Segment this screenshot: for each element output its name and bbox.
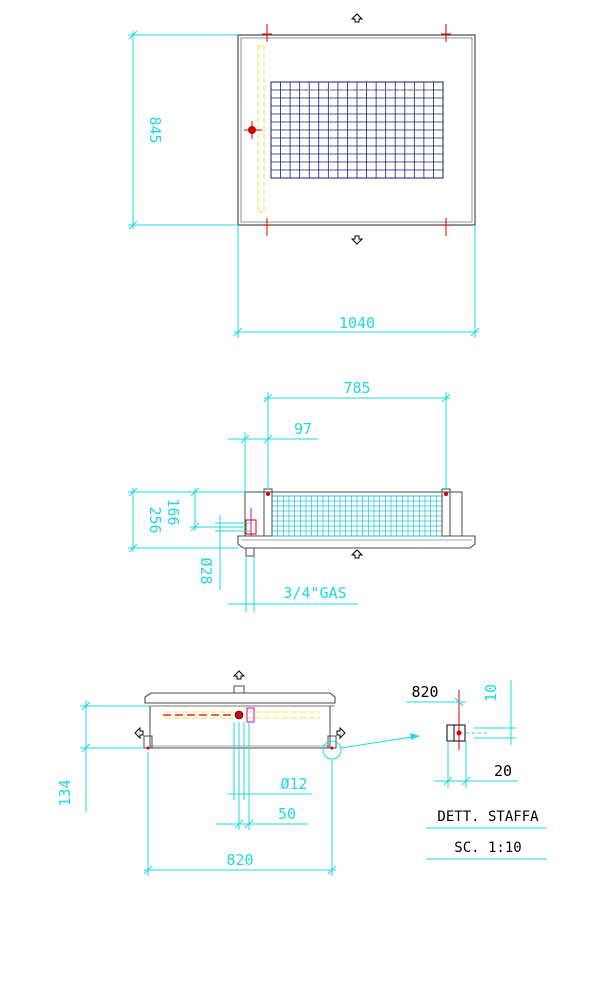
front-view-base-tray [237, 535, 476, 549]
front-view-bracket-right [441, 488, 451, 537]
side-view-dim-diameter [228, 722, 312, 800]
top-view-airflow-arrow-bottom [350, 235, 364, 245]
side-view-airflow-arrow-left [134, 726, 144, 740]
side-view-dim-820 [143, 752, 337, 876]
side-view-airflow-arrow-right [336, 726, 346, 740]
top-view-dim-845 [128, 30, 238, 230]
side-view-top-fitting [233, 685, 245, 694]
top-view-coil-grid [270, 81, 444, 179]
bracket-detail-title: DETT. STAFFA [437, 809, 539, 825]
side-view-dim-diameter-label: Ø12 [280, 775, 307, 793]
front-view-dim-thread [228, 556, 358, 612]
bracket-detail-dim-10-label: 10 [482, 684, 500, 702]
front-view-bolt-right [444, 492, 448, 496]
top-view-inner-frame [240, 37, 473, 223]
bracket-detail-scale: SC. 1:10 [454, 840, 521, 856]
front-view-dim-97 [228, 432, 318, 492]
front-view-casing [244, 491, 463, 536]
side-view-body [149, 706, 331, 749]
top-view-outer-frame [237, 34, 476, 226]
top-view-pipe-outline [257, 45, 265, 213]
side-view-dim-820-label: 820 [226, 851, 253, 869]
side-view-detail-callout [322, 740, 342, 760]
top-view-dim-845-label: 845 [146, 116, 164, 143]
front-view-dim-785-label: 785 [343, 379, 370, 397]
bracket-detail: 820 10 20 DETT. STAFFA SC. 1:10 [406, 680, 547, 860]
front-view-bolt-left [266, 492, 270, 496]
top-view-dim-1040 [233, 225, 480, 338]
front-view-drain [245, 547, 255, 557]
side-view-connection [234, 710, 244, 720]
side-view-detail-leader [340, 736, 413, 749]
side-view-dim-134-label: 134 [56, 779, 74, 806]
top-view-dim-1040-label: 1040 [339, 314, 375, 332]
front-view-dim-166 [190, 487, 246, 532]
top-view-corner-brackets [262, 24, 451, 236]
bracket-detail-dim-820 [406, 697, 466, 707]
bracket-detail-dim-10 [474, 680, 516, 745]
front-view: 785 97 256 166 Ø2 [128, 379, 476, 612]
front-view-dim-166-label: 166 [164, 498, 182, 525]
side-view-dim-50-label: 50 [278, 805, 296, 823]
front-view-dim-97-label: 97 [294, 420, 312, 438]
top-view-inner-yellow [300, 89, 430, 166]
side-view-airflow-arrow-top [232, 670, 246, 680]
front-view-dim-thread-label: 3/4"GAS [283, 584, 346, 602]
front-view-airflow-arrow [350, 549, 364, 559]
bracket-detail-dim-20 [434, 741, 518, 788]
front-view-dim-diameter [215, 515, 250, 590]
front-view-dim-diameter-label: Ø28 [197, 557, 215, 584]
side-view-top-cover [144, 692, 336, 704]
front-view-bracket-left [263, 488, 273, 537]
side-view-detail-leader-arrow [410, 733, 420, 740]
front-view-dim-256 [128, 487, 245, 553]
top-view-airflow-arrow-top [350, 13, 364, 23]
side-view-bolt-right [330, 746, 334, 750]
bracket-detail-dim-20-label: 20 [494, 762, 512, 780]
front-view-coil-fins [272, 496, 442, 536]
front-view-dim-256-label: 256 [146, 506, 164, 533]
side-view-dim-50 [216, 722, 308, 830]
bracket-detail-dim-820-label: 820 [411, 683, 438, 701]
front-view-dim-785 [263, 392, 451, 489]
side-view: 134 Ø12 50 820 [56, 670, 420, 876]
side-view-drain-fitting [246, 707, 255, 723]
bracket-detail-body [446, 724, 466, 742]
side-view-dim-134 [80, 700, 150, 812]
top-view: 845 1040 [128, 13, 480, 338]
side-view-bolt-left [146, 746, 150, 750]
